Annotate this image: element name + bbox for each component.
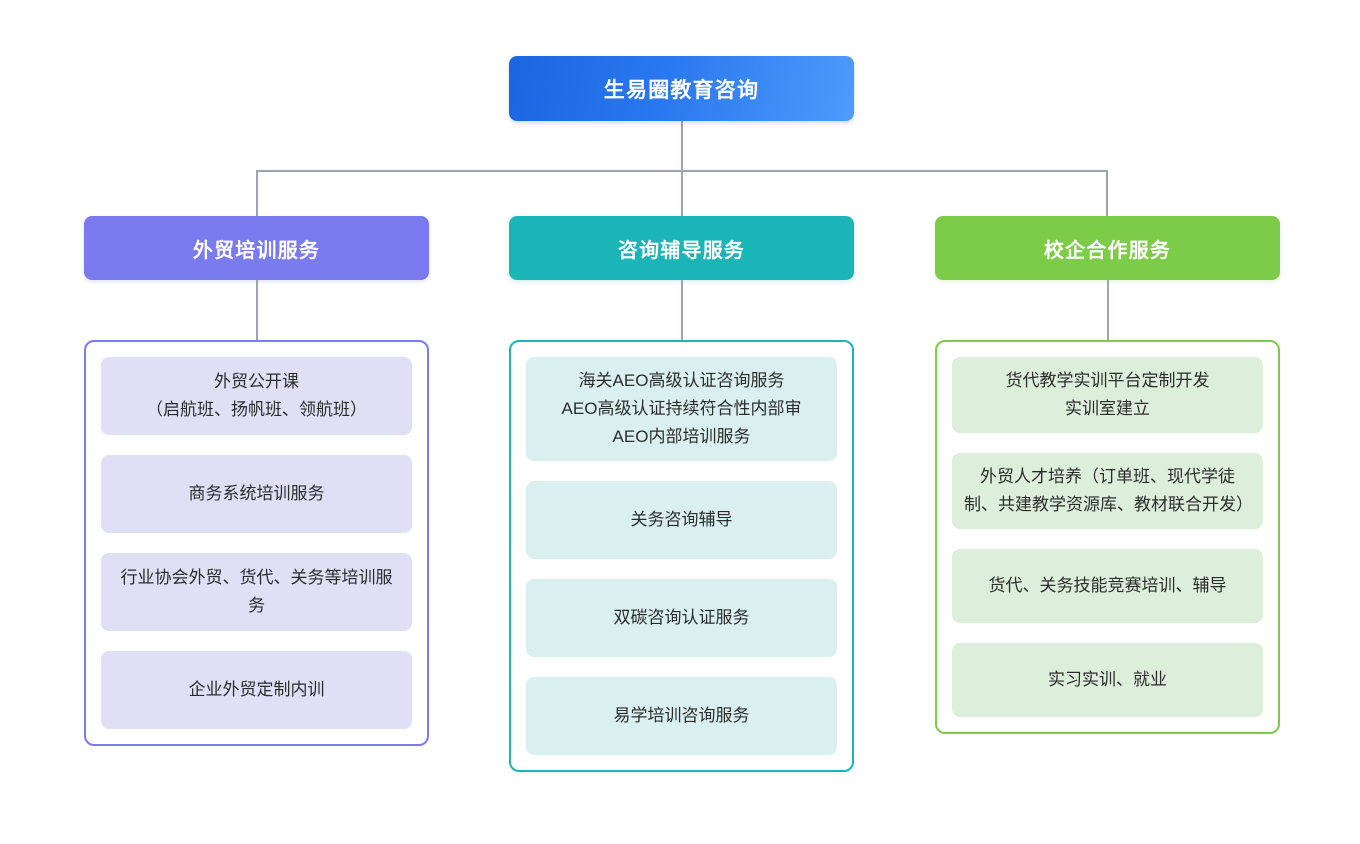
service-item[interactable]: 实习实训、就业 bbox=[952, 643, 1263, 717]
category-header-zixun-fudao[interactable]: 咨询辅导服务 bbox=[509, 216, 854, 280]
service-item[interactable]: 外贸人才培养（订单班、现代学徒制、共建教学资源库、教材联合开发） bbox=[952, 453, 1263, 529]
category-header-label: 外贸培训服务 bbox=[192, 239, 321, 262]
connector-branch-3 bbox=[1106, 170, 1108, 216]
service-item[interactable]: 关务咨询辅导 bbox=[526, 481, 837, 559]
connector-horizontal-bus bbox=[256, 170, 1107, 172]
service-item[interactable]: 海关AEO高级认证咨询服务 AEO高级认证持续符合性内部审 AEO内部培训服务 bbox=[526, 357, 837, 461]
root-node[interactable]: 生易圈教育咨询 bbox=[509, 56, 854, 121]
connector-header-to-items-3 bbox=[1106, 280, 1109, 340]
root-node-label: 生易圈教育咨询 bbox=[603, 78, 760, 102]
service-item[interactable]: 行业协会外贸、货代、关务等培训服务 bbox=[101, 553, 412, 631]
category-header-label: 咨询辅导服务 bbox=[617, 239, 746, 262]
category-header-waimao-peixun[interactable]: 外贸培训服务 bbox=[84, 216, 429, 280]
connector-branch-1 bbox=[256, 170, 258, 216]
connector-header-to-items-1 bbox=[255, 280, 258, 340]
branch-column-xiaoqi-hezuo: 校企合作服务 货代教学实训平台定制开发 实训室建立 外贸人才培养（订单班、现代学… bbox=[935, 216, 1280, 734]
item-container-zixun-fudao: 海关AEO高级认证咨询服务 AEO高级认证持续符合性内部审 AEO内部培训服务 … bbox=[509, 340, 854, 772]
branch-column-zixun-fudao: 咨询辅导服务 海关AEO高级认证咨询服务 AEO高级认证持续符合性内部审 AEO… bbox=[509, 216, 854, 772]
connector-branch-2 bbox=[681, 170, 683, 216]
service-item[interactable]: 商务系统培训服务 bbox=[101, 455, 412, 533]
connector-header-to-items-2 bbox=[680, 280, 683, 340]
branch-column-waimao-peixun: 外贸培训服务 外贸公开课 （启航班、扬帆班、领航班） 商务系统培训服务 行业协会… bbox=[84, 216, 429, 746]
service-item[interactable]: 外贸公开课 （启航班、扬帆班、领航班） bbox=[101, 357, 412, 435]
service-item[interactable]: 货代、关务技能竞赛培训、辅导 bbox=[952, 549, 1263, 623]
connector-root-drop bbox=[681, 121, 683, 171]
item-container-waimao-peixun: 外贸公开课 （启航班、扬帆班、领航班） 商务系统培训服务 行业协会外贸、货代、关… bbox=[84, 340, 429, 746]
category-header-xiaoqi-hezuo[interactable]: 校企合作服务 bbox=[935, 216, 1280, 280]
item-container-xiaoqi-hezuo: 货代教学实训平台定制开发 实训室建立 外贸人才培养（订单班、现代学徒制、共建教学… bbox=[935, 340, 1280, 734]
category-header-label: 校企合作服务 bbox=[1043, 239, 1172, 262]
service-item[interactable]: 货代教学实训平台定制开发 实训室建立 bbox=[952, 357, 1263, 433]
service-item[interactable]: 双碳咨询认证服务 bbox=[526, 579, 837, 657]
service-item[interactable]: 易学培训咨询服务 bbox=[526, 677, 837, 755]
service-item[interactable]: 企业外贸定制内训 bbox=[101, 651, 412, 729]
